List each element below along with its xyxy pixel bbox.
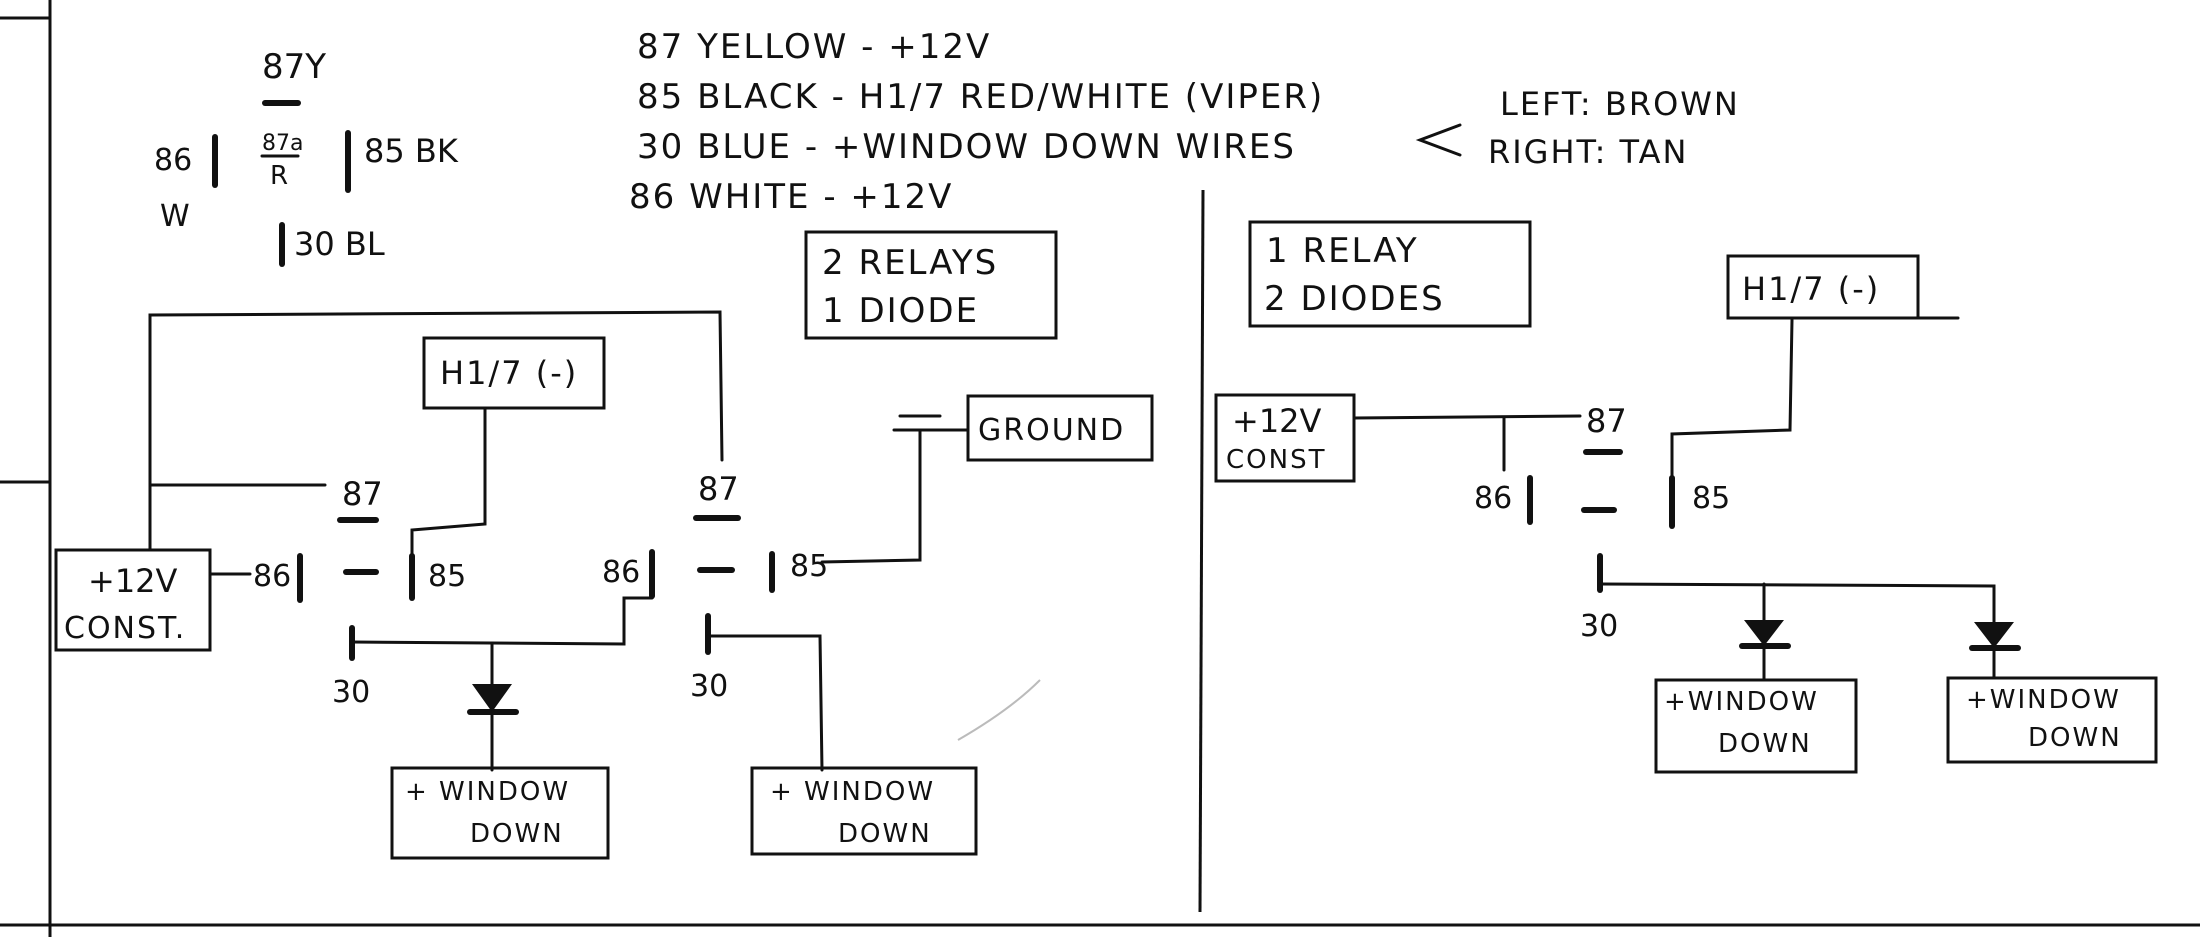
right-title-line-2: 2 DIODES: [1264, 279, 1445, 319]
right-h17-label: H1/7 (-): [1742, 270, 1880, 308]
right-window-down-box-2: [1946, 676, 2158, 764]
left-relay1-85-label: 85: [428, 559, 466, 594]
right-diode-2: [1974, 622, 2014, 648]
left-scheme: 2 RELAYS 1 DIODE +12V CONST. H1/7 (-) 87…: [54, 230, 1154, 860]
left-diode: [472, 684, 512, 712]
right-window-down-2-line-2: DOWN: [2028, 723, 2122, 753]
left-relay1-87-label: 87: [342, 475, 383, 513]
left-relay2-85-to-ground: [820, 428, 970, 564]
note-line-1: 87 YELLOW - +12V: [637, 27, 991, 67]
note-wire-right: RIGHT: TAN: [1488, 133, 1688, 171]
right-h17-to-85: [1670, 318, 1794, 478]
left-window-down-1-line-2: DOWN: [470, 819, 564, 849]
right-title-box: [1248, 220, 1532, 328]
left-relay2-86-label: 86: [602, 555, 640, 590]
right-diode-1: [1744, 620, 1784, 646]
left-12v-const-box: [54, 548, 212, 652]
legend-86-label: 86: [154, 143, 192, 178]
right-window-down-1-line-2: DOWN: [1718, 729, 1812, 759]
right-scheme: 1 RELAY 2 DIODES +12V CONST H1/7 (-) 87 …: [1214, 220, 2158, 774]
right-relay-87-label: 87: [1586, 402, 1627, 440]
wire-color-notes: 87 YELLOW - +12V 85 BLACK - H1/7 RED/WHI…: [629, 27, 1740, 217]
left-relay2-87-label: 87: [698, 470, 739, 508]
left-relay-2: 87 86 85 30: [602, 470, 828, 704]
left-12v-label: +12V: [88, 562, 178, 600]
left-window-down-box-1: [390, 766, 610, 860]
right-window-down-box-1: [1654, 678, 1858, 774]
note-line-4: 86 WHITE - +12V: [629, 177, 953, 217]
left-window-down-2-line-1: + WINDOW: [770, 777, 935, 807]
note-wire-left: LEFT: BROWN: [1500, 85, 1740, 123]
left-12v-feed-wire: [148, 310, 724, 552]
legend-87a-color: R: [270, 161, 288, 191]
left-relay1-30-label: 30: [332, 675, 370, 710]
left-relay1-86-label: 86: [253, 559, 291, 594]
legend-87a-label: 87a: [262, 131, 303, 156]
right-title-line-1: 1 RELAY: [1266, 231, 1419, 271]
left-window-down-2-line-2: DOWN: [838, 819, 932, 849]
left-ground-label: GROUND: [978, 413, 1125, 448]
legend-87-label: 87Y: [262, 47, 326, 87]
right-12v-bus: [1352, 414, 1582, 420]
left-relay-1: 87 86 85 30: [253, 475, 466, 710]
legend-86-color: W: [160, 199, 190, 234]
right-relay: 87 86 85 30: [1474, 402, 1730, 644]
left-title-line-1: 2 RELAYS: [822, 243, 998, 283]
section-divider: [1198, 189, 1205, 913]
left-ground-box: [966, 394, 1154, 462]
left-h17-box: [422, 336, 606, 410]
legend-85-label: 85 BK: [364, 132, 459, 170]
left-relay2-30-label: 30: [690, 669, 728, 704]
left-relay2-30-wire: [706, 634, 824, 772]
left-h17-label: H1/7 (-): [440, 354, 578, 392]
left-window-down-box-2: [750, 766, 978, 856]
faint-pencil-arc: [957, 679, 1041, 741]
right-12v-label: +12V: [1232, 402, 1322, 440]
relay-pin-legend: 87Y 86 W 87a R 85 BK 30 BL: [154, 47, 459, 267]
right-relay-85-label: 85: [1692, 481, 1730, 516]
left-const-label: CONST.: [64, 611, 186, 646]
left-h17-to-relay1-85: [410, 406, 487, 558]
left-relay2-85-label: 85: [790, 549, 828, 584]
right-relay-30-label: 30: [1580, 609, 1618, 644]
right-const-label: CONST: [1226, 445, 1326, 475]
right-h17-box: [1726, 254, 1920, 320]
note-bracket: [1415, 123, 1462, 157]
right-relay-86-label: 86: [1474, 481, 1512, 516]
left-title-line-2: 1 DIODE: [822, 291, 979, 331]
left-relay1-30-bus: [350, 596, 654, 646]
right-relay-30-bus: [1598, 582, 1996, 624]
legend-30-label: 30 BL: [294, 225, 385, 263]
right-window-down-1-line-1: +WINDOW: [1664, 687, 1819, 717]
note-line-2: 85 BLACK - H1/7 RED/WHITE (VIPER): [637, 77, 1324, 117]
left-window-down-1-line-1: + WINDOW: [405, 777, 570, 807]
right-window-down-2-line-1: +WINDOW: [1966, 685, 2121, 715]
left-title-box: [804, 230, 1058, 340]
note-line-3: 30 BLUE - +WINDOW DOWN WIRES: [637, 127, 1296, 167]
right-12v-const-box: [1214, 393, 1356, 483]
